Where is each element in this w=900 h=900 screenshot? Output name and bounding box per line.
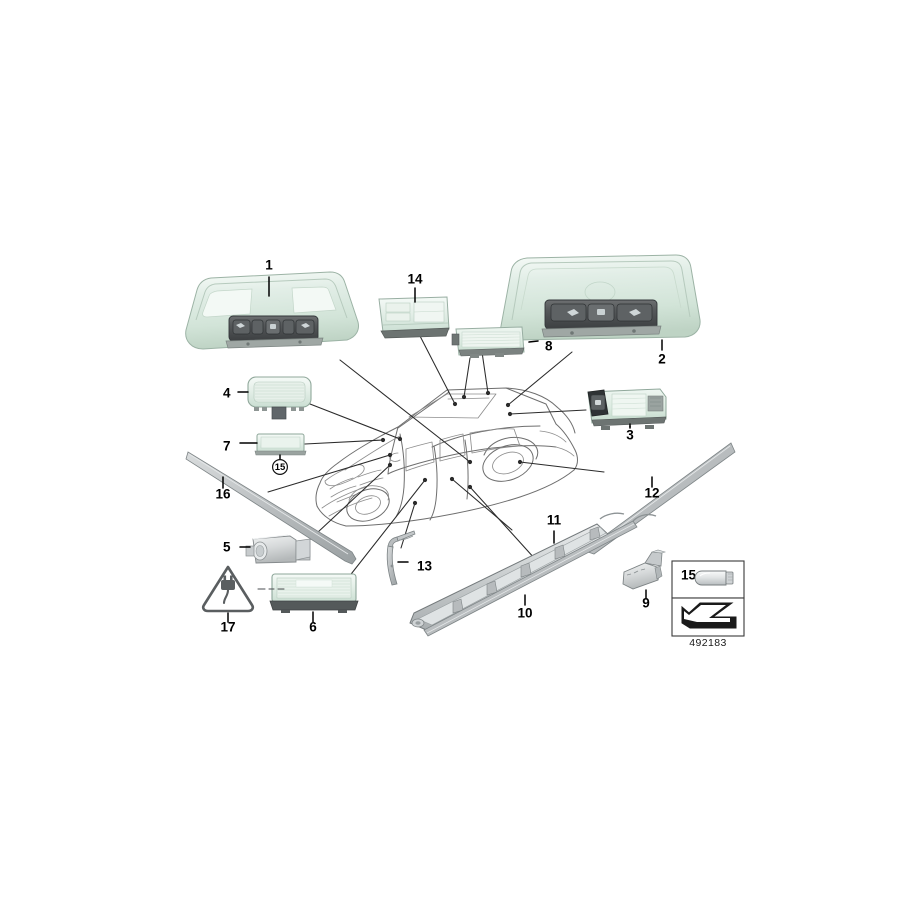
part-2-panorama-overhead-console[interactable]: 2 xyxy=(500,254,701,367)
part-1-front-overhead-console[interactable]: 1 xyxy=(185,258,359,350)
callout-label-2: 2 xyxy=(658,352,666,367)
part-13-fiber-optic-y-branch[interactable]: 13 xyxy=(386,530,433,586)
callout-label-6: 6 xyxy=(309,620,317,635)
part-10-fiber-optic-strip-long[interactable]: 10 xyxy=(423,513,657,637)
legend-number-label: 15 xyxy=(681,568,697,583)
callout-label-4: 4 xyxy=(223,386,231,401)
part-17-electrical-hazard-symbol[interactable]: 17 xyxy=(201,565,285,635)
legend-box: 15 492183 xyxy=(671,560,745,649)
callout-label-3: 3 xyxy=(626,428,634,443)
part-11-ambient-light-carrier-rail[interactable]: 11 xyxy=(409,512,625,633)
part-6-luggage-compartment-lamp[interactable]: 6 xyxy=(269,573,359,635)
callout-label-12: 12 xyxy=(644,486,659,501)
callout-label-7: 7 xyxy=(223,439,231,454)
arrow-pointer-icon xyxy=(681,602,737,629)
part-14-roof-lamp-module[interactable]: 14 xyxy=(378,272,450,339)
part-9-light-clip-connector[interactable]: 9 xyxy=(622,549,667,611)
callout-label-10: 10 xyxy=(517,606,532,621)
plug-icon xyxy=(221,575,235,605)
callout-label-11: 11 xyxy=(547,513,562,528)
part-16-fiber-optic-strip-left[interactable]: 16 xyxy=(185,451,357,565)
callout-label-8: 8 xyxy=(545,339,553,354)
bulb-reference-label: 15 xyxy=(275,462,286,473)
part-7-small-lamp-bulb-type[interactable]: 7 15 xyxy=(223,433,307,476)
part-3-reading-light-switch-module[interactable]: 3 xyxy=(587,388,667,443)
callout-label-14: 14 xyxy=(407,272,423,287)
part-8-rear-interior-lamp[interactable]: 8 xyxy=(451,326,553,358)
diagram-number-caption: 492183 xyxy=(689,637,726,649)
callout-label-5: 5 xyxy=(223,540,231,555)
bulb-reference-circle-15: 15 xyxy=(272,454,289,476)
callout-label-1: 1 xyxy=(265,258,273,273)
part-5-footwell-lamp[interactable]: 5 xyxy=(223,534,311,564)
callout-label-17: 17 xyxy=(220,620,235,635)
callout-label-13: 13 xyxy=(417,559,433,574)
vehicle-outline xyxy=(315,387,578,527)
part-4-interior-lamp-ribbed[interactable]: 4 xyxy=(223,376,312,420)
callout-label-9: 9 xyxy=(642,596,650,611)
bulb-icon xyxy=(694,570,734,586)
callout-label-16: 16 xyxy=(215,487,231,502)
